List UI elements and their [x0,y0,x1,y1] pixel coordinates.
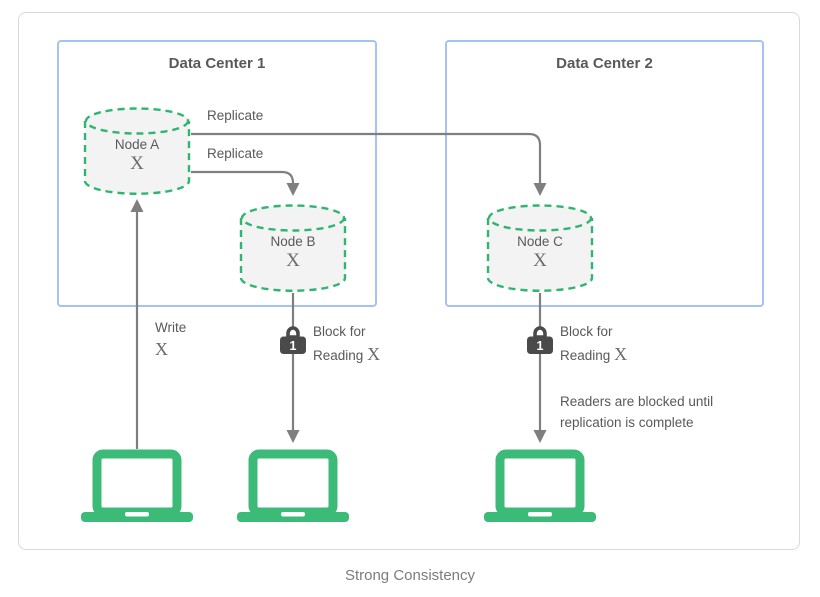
laptop-icon-reader-2 [484,449,596,522]
diagram-caption: Strong Consistency [344,567,476,584]
node-a-text: Node A X [83,106,191,196]
block-line1: Block for [560,324,613,339]
replicate-label-top: Replicate [207,108,264,123]
node-b-label: Node B [270,234,316,249]
lock-badge: 1 [290,339,297,353]
node-a-label: Node A [114,137,160,152]
node-c-value: X [533,250,547,271]
node-c: Node C X [486,203,594,293]
block-value: X [614,344,628,364]
lock-icon-node-c: 1 [527,326,553,354]
write-label: Write [155,320,187,335]
node-b-value: X [286,250,300,271]
block-label-node-c: Block for Reading X [560,321,627,367]
replicate-label-bottom: Replicate [207,146,264,161]
database-cylinder-icon [486,204,594,292]
node-a: Node A X [83,106,191,196]
node-c-text: Node C X [486,203,594,293]
node-b: Node B X [239,203,347,293]
node-c-label: Node C [517,234,563,249]
block-value: X [367,344,381,364]
node-a-value: X [130,153,144,174]
write-value: X [155,339,168,359]
block-label-node-b: Block for Reading X [313,321,380,367]
laptop-icon-reader-1 [237,449,349,522]
lock-badge: 1 [537,339,544,353]
data-center-2-title: Data Center 2 [556,55,653,72]
block-line2: Reading [313,348,364,363]
block-line2: Reading [560,348,611,363]
block-line1: Block for [313,324,366,339]
database-cylinder-icon [239,204,347,292]
lock-icon-node-b: 1 [280,326,306,354]
data-center-1-title: Data Center 1 [168,55,266,72]
node-b-text: Node B X [239,203,347,293]
laptop-icon-writer [81,449,193,522]
database-cylinder-icon [83,107,191,195]
readers-blocked-note: Readers are blocked until replication is… [560,394,714,430]
